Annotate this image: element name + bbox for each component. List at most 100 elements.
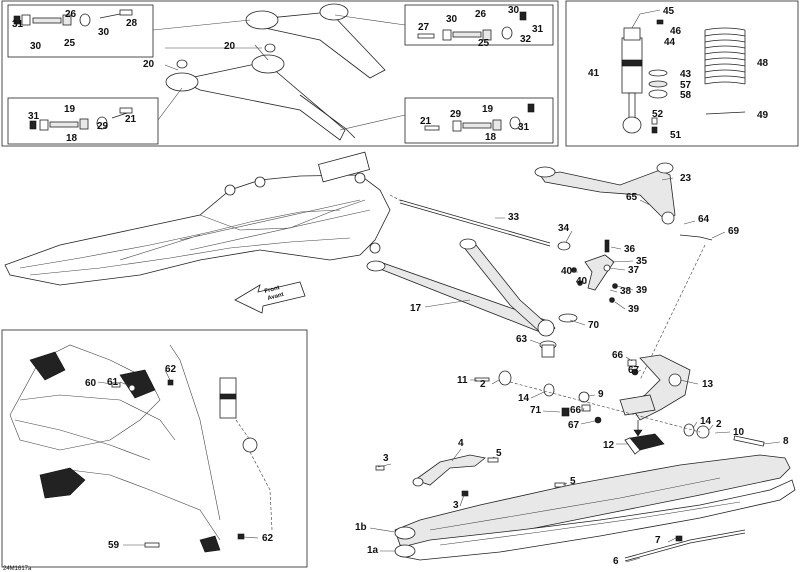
figure-code: 24M1617a <box>3 566 32 572</box>
callout-labels: 31 26 28 30 25 30 20 20 19 31 21 29 18 2… <box>3 5 789 572</box>
callout-66: 66 <box>612 350 624 361</box>
callout-52: 52 <box>652 109 664 120</box>
frame-struts <box>119 199 371 261</box>
cap-70 <box>558 313 578 323</box>
callout-5: 5 <box>496 448 502 459</box>
callout-31: 31 <box>518 122 530 133</box>
callout-44: 44 <box>664 37 676 48</box>
callout-19: 19 <box>64 104 76 115</box>
callout-26: 26 <box>475 9 487 20</box>
bolt-51 <box>651 126 658 134</box>
callout-63: 63 <box>516 334 528 345</box>
callout-30: 30 <box>446 14 458 25</box>
callout-40: 40 <box>576 276 588 287</box>
callout-61: 61 <box>107 377 119 388</box>
callout-19: 19 <box>482 104 494 115</box>
inset-frame-shock <box>565 0 799 147</box>
callout-36: 36 <box>624 244 636 255</box>
callout-48: 48 <box>757 58 769 69</box>
washer-66 <box>581 404 591 412</box>
callout-26: 26 <box>65 9 77 20</box>
bushing-2-left <box>498 370 512 386</box>
callout-31: 31 <box>532 24 544 35</box>
skid-plate-12 <box>624 420 665 455</box>
frame-rail-1 <box>19 209 341 269</box>
ring-43 <box>648 69 668 77</box>
callout-leader-lines <box>97 177 781 563</box>
callout-70: 70 <box>588 320 600 331</box>
ski-leg-assembly-sketch <box>4 151 391 286</box>
callout-69: 69 <box>728 226 740 237</box>
washer-66-upper <box>627 359 637 367</box>
hardware-stack-upper-right <box>417 11 527 41</box>
front-label-fr: Avant <box>267 292 284 302</box>
callout-17: 17 <box>410 303 422 314</box>
callout-30: 30 <box>508 5 520 16</box>
washer-20-upper <box>264 43 276 53</box>
callout-1b: 1b <box>355 522 367 533</box>
bushing-14-right <box>683 423 695 437</box>
washer-20-lower <box>176 59 188 69</box>
bolt-69 <box>679 234 713 241</box>
callout-18: 18 <box>66 133 78 144</box>
callout-60: 60 <box>85 378 97 389</box>
bolt-3-lower <box>461 490 469 497</box>
callout-21: 21 <box>125 114 137 125</box>
callout-57: 57 <box>680 80 692 91</box>
shock-on-frame <box>317 151 371 183</box>
upper-a-arm-23 <box>534 162 676 225</box>
hardware-stack-upper-left <box>13 9 133 27</box>
callout-3: 3 <box>383 453 389 464</box>
frame-rail-2 <box>29 237 351 276</box>
callout-25: 25 <box>64 38 76 49</box>
nut-67-upper <box>631 368 639 376</box>
tie-rod-33 <box>399 199 551 244</box>
coil-spring <box>704 27 746 85</box>
callout-7: 7 <box>655 535 661 546</box>
washer-leader-lines <box>164 44 269 71</box>
callout-66: 66 <box>570 405 582 416</box>
callout-41: 41 <box>588 68 600 79</box>
spindle-13 <box>619 354 691 421</box>
bolt-11 <box>474 377 490 382</box>
callout-38: 38 <box>620 286 632 297</box>
bolt-8 <box>733 435 765 447</box>
callout-65: 65 <box>626 192 638 203</box>
callout-51: 51 <box>670 130 682 141</box>
bolt-3-upper <box>375 465 385 471</box>
frame-outline <box>4 174 391 286</box>
ring-58 <box>648 89 668 99</box>
callout-4: 4 <box>458 438 464 449</box>
callout-31: 31 <box>28 111 40 122</box>
shock-inset <box>565 0 799 147</box>
callout-37: 37 <box>628 265 640 276</box>
callout-14: 14 <box>518 393 530 404</box>
ring-57 <box>648 80 668 88</box>
spindle-bolt-axis <box>509 381 701 433</box>
callout-32: 32 <box>520 34 532 45</box>
inset-leader-lines <box>152 14 406 131</box>
bushing-2-right <box>696 425 710 439</box>
runner-6 <box>624 529 746 559</box>
callout-2: 2 <box>480 379 486 390</box>
shock-top-cap <box>623 27 641 41</box>
nut-71 <box>561 407 570 417</box>
overview-frame <box>9 344 161 451</box>
part-62-upper <box>167 379 174 386</box>
callout-23: 23 <box>680 173 692 184</box>
callout-13: 13 <box>702 379 714 390</box>
overview-bracket <box>39 467 86 499</box>
shock-lower-eye <box>622 116 642 134</box>
callout-39: 39 <box>636 285 648 296</box>
callout-43: 43 <box>680 69 692 80</box>
callout-1a: 1a <box>367 545 379 556</box>
bolt-59 <box>144 542 160 548</box>
callout-27: 27 <box>418 22 430 33</box>
arm-rod <box>299 94 356 139</box>
callout-2: 2 <box>716 419 722 430</box>
callout-31: 31 <box>12 19 24 30</box>
lower-a-arm-17 <box>366 238 578 337</box>
callout-34: 34 <box>558 223 570 234</box>
shock-band <box>621 59 643 67</box>
